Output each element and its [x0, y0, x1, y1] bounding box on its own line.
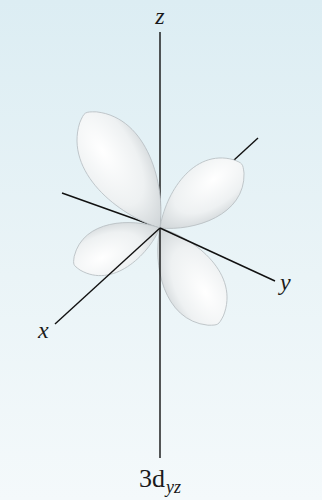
orbital-lobe — [135, 213, 242, 339]
axis-label: z — [155, 4, 164, 28]
x-axis-front — [55, 228, 160, 324]
caption-subscript: yz — [166, 478, 181, 496]
axis-label: y — [280, 270, 291, 294]
orbital-caption: 3d — [139, 466, 165, 492]
z-axis-lower — [159, 228, 160, 458]
axis-label: x — [38, 318, 49, 342]
orbital-lobe — [65, 206, 170, 286]
orbital-lobes — [59, 96, 259, 339]
y-axis-front — [160, 228, 275, 281]
axes-front — [55, 228, 275, 458]
